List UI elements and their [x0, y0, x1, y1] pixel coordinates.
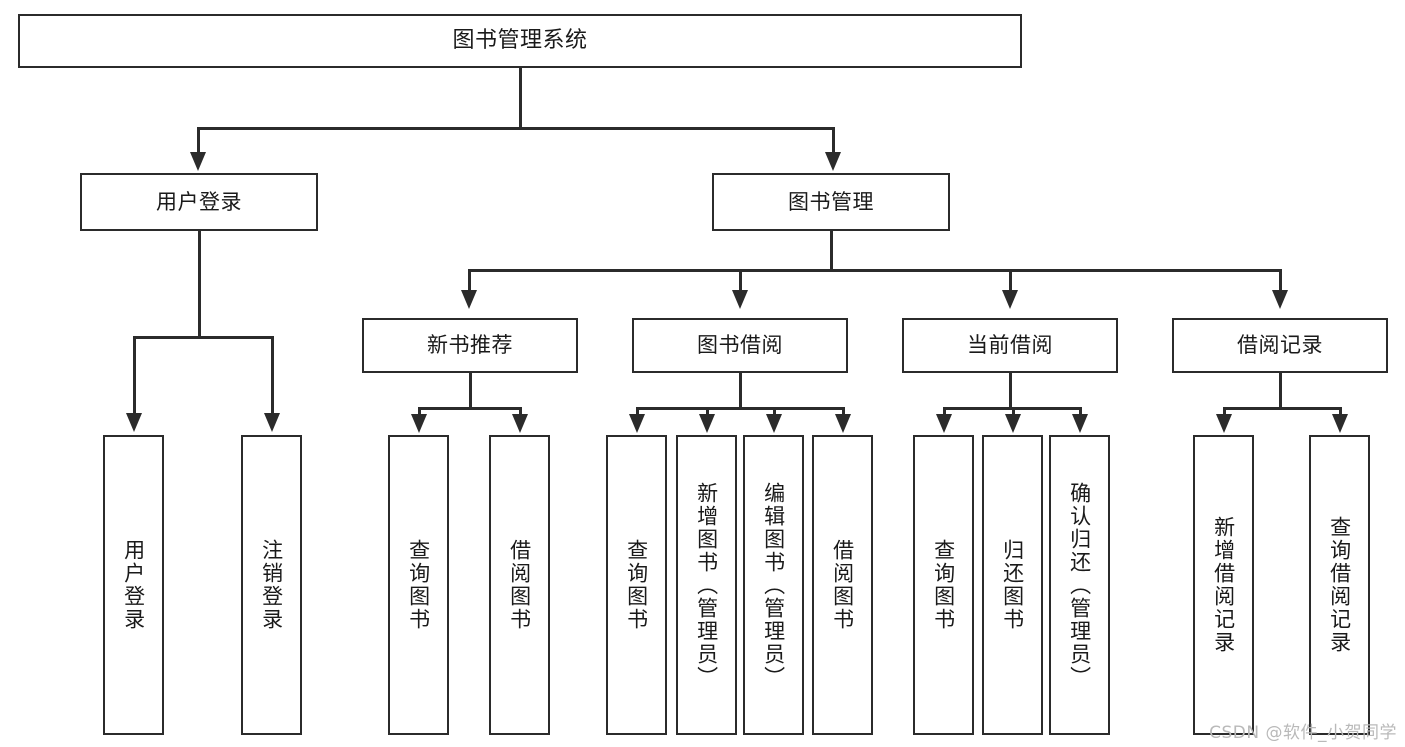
arrow-to-leaf-borrow-book-1 — [512, 414, 528, 433]
node-label: 图书管理 — [788, 189, 874, 214]
node-label: 借阅图书 — [830, 539, 855, 631]
arrow-to-leaf-query-book-3 — [936, 414, 952, 433]
arrow-to-leaf-logout — [264, 413, 280, 432]
node-leaf-user-login[interactable]: 用户登录 — [103, 435, 164, 735]
node-label: 注销登录 — [259, 539, 284, 631]
node-leaf-confirm-return[interactable]: 确认归还（管理员） — [1049, 435, 1110, 735]
node-label: 图书管理系统 — [452, 28, 588, 54]
node-new-book-rec[interactable]: 新书推荐 — [362, 318, 578, 373]
node-leaf-borrow-book-2[interactable]: 借阅图书 — [812, 435, 873, 735]
node-leaf-add-book[interactable]: 新增图书（管理员） — [676, 435, 737, 735]
node-label: 用户登录 — [156, 189, 242, 214]
arrow-to-leaf-borrow-book-2 — [835, 414, 851, 433]
edge-book-borrow-branch-1 — [636, 407, 639, 419]
node-leaf-edit-book[interactable]: 编辑图书（管理员） — [743, 435, 804, 735]
node-leaf-borrow-book-1[interactable]: 借阅图书 — [489, 435, 550, 735]
edge-new-book-rec-trunk — [469, 373, 472, 409]
node-label: 编辑图书（管理员） — [761, 481, 786, 689]
edge-user-login-branch-2 — [271, 336, 274, 416]
node-label: 当前借阅 — [967, 333, 1053, 358]
node-label: 新增借阅记录 — [1211, 516, 1236, 654]
node-label: 新增图书（管理员） — [694, 481, 719, 689]
arrow-to-leaf-query-record — [1332, 414, 1348, 433]
edge-borrow-record-branch-1 — [1223, 407, 1226, 419]
node-label: 新书推荐 — [427, 333, 513, 358]
arrow-to-book-borrow — [732, 290, 748, 309]
edge-current-borrow-branch-1 — [943, 407, 946, 419]
edge-borrow-record-bus — [1223, 407, 1341, 410]
edge-borrow-record-trunk — [1279, 373, 1282, 409]
arrow-to-leaf-return-book — [1005, 414, 1021, 433]
arrow-to-leaf-add-book — [699, 414, 715, 433]
node-leaf-return-book[interactable]: 归还图书 — [982, 435, 1043, 735]
node-label: 借阅记录 — [1237, 333, 1323, 358]
node-label: 查询图书 — [406, 539, 431, 631]
node-leaf-query-book-1[interactable]: 查询图书 — [388, 435, 449, 735]
edge-current-borrow-trunk — [1009, 373, 1012, 409]
node-label: 归还图书 — [1000, 539, 1025, 631]
edge-new-book-rec-branch-2 — [519, 407, 522, 419]
edge-book-manage-branch-1 — [468, 269, 471, 293]
node-leaf-logout[interactable]: 注销登录 — [241, 435, 302, 735]
edge-book-borrow-branch-3 — [773, 407, 776, 419]
arrow-to-leaf-confirm-return — [1072, 414, 1088, 433]
node-user-login[interactable]: 用户登录 — [80, 173, 318, 231]
edge-current-borrow-branch-3 — [1079, 407, 1082, 419]
edge-user-login-trunk — [198, 231, 201, 338]
node-borrow-record[interactable]: 借阅记录 — [1172, 318, 1388, 373]
edge-book-manage-branch-2 — [739, 269, 742, 293]
arrow-to-leaf-user-login — [126, 413, 142, 432]
edge-user-login-bus — [133, 336, 273, 339]
node-current-borrow[interactable]: 当前借阅 — [902, 318, 1118, 373]
edge-root-to-user-login — [197, 127, 200, 155]
arrow-to-leaf-query-book-1 — [411, 414, 427, 433]
edge-user-login-branch-1 — [133, 336, 136, 416]
arrow-to-leaf-add-record — [1216, 414, 1232, 433]
edge-root-trunk — [519, 68, 522, 128]
node-label: 用户登录 — [121, 539, 146, 631]
node-book-borrow[interactable]: 图书借阅 — [632, 318, 848, 373]
edge-book-manage-branch-3 — [1009, 269, 1012, 293]
edge-book-manage-bus — [468, 269, 1280, 272]
edge-book-manage-trunk — [830, 231, 833, 271]
edge-book-manage-branch-4 — [1279, 269, 1282, 293]
node-label: 查询图书 — [624, 539, 649, 631]
arrow-to-user-login — [190, 152, 206, 171]
edge-book-borrow-branch-2 — [706, 407, 709, 419]
watermark-text: CSDN @软件_小贺同学 — [1209, 723, 1397, 743]
node-leaf-add-record[interactable]: 新增借阅记录 — [1193, 435, 1254, 735]
arrow-to-leaf-edit-book — [766, 414, 782, 433]
edge-root-bus — [197, 127, 835, 130]
edge-current-borrow-branch-2 — [1012, 407, 1015, 419]
arrow-to-book-manage — [825, 152, 841, 171]
edge-book-borrow-trunk — [739, 373, 742, 409]
arrow-to-leaf-query-book-2 — [629, 414, 645, 433]
node-leaf-query-book-3[interactable]: 查询图书 — [913, 435, 974, 735]
node-label: 借阅图书 — [507, 539, 532, 631]
edge-borrow-record-branch-2 — [1339, 407, 1342, 419]
node-label: 图书借阅 — [697, 333, 783, 358]
edge-book-borrow-bus — [636, 407, 843, 410]
edge-new-book-rec-bus — [418, 407, 521, 410]
node-leaf-query-book-2[interactable]: 查询图书 — [606, 435, 667, 735]
node-label: 查询图书 — [931, 539, 956, 631]
node-book-manage[interactable]: 图书管理 — [712, 173, 950, 231]
edge-book-borrow-branch-4 — [842, 407, 845, 419]
node-leaf-query-record[interactable]: 查询借阅记录 — [1309, 435, 1370, 735]
edge-new-book-rec-branch-1 — [418, 407, 421, 419]
edge-root-to-book-manage — [832, 127, 835, 155]
node-label: 查询借阅记录 — [1327, 516, 1352, 654]
node-label: 确认归还（管理员） — [1067, 481, 1092, 689]
node-root-system[interactable]: 图书管理系统 — [18, 14, 1022, 68]
arrow-to-borrow-record — [1272, 290, 1288, 309]
arrow-to-new-book-rec — [461, 290, 477, 309]
arrow-to-current-borrow — [1002, 290, 1018, 309]
